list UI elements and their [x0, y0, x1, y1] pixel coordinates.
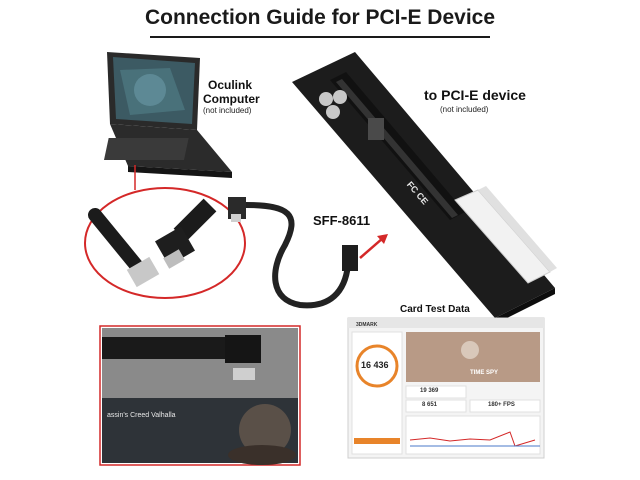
graphics-score: 19 369: [420, 388, 439, 394]
fps-value: 180+ FPS: [488, 402, 515, 408]
game-photo: [99, 325, 301, 466]
benchmark-screenshot: [347, 317, 545, 459]
pcie-adapter-board: [292, 52, 557, 324]
cpu-score: 8 651: [422, 402, 438, 408]
page-title: Connection Guide for PCI-E Device: [144, 6, 496, 29]
benchmark-app: 3DMARK: [356, 322, 378, 328]
computer-label: Computer: [203, 92, 260, 106]
computer-note: (not included): [203, 106, 252, 115]
pcie-label: to PCI-E device: [424, 87, 526, 103]
title-underline: [150, 36, 490, 38]
laptop-illustration: [103, 52, 232, 178]
game-title: assin's Creed Valhalla: [107, 412, 176, 419]
card-test-label: Card Test Data: [400, 304, 470, 315]
benchmark-test: TIME SPY: [470, 370, 499, 376]
oculink-label: Oculink: [208, 78, 253, 92]
benchmark-score: 16 436: [361, 360, 389, 370]
oculink-plug-zoom: [84, 187, 246, 299]
sff-label: SFF-8611: [313, 213, 371, 228]
pcie-note: (not included): [440, 105, 489, 114]
sff-cable: [228, 197, 358, 309]
